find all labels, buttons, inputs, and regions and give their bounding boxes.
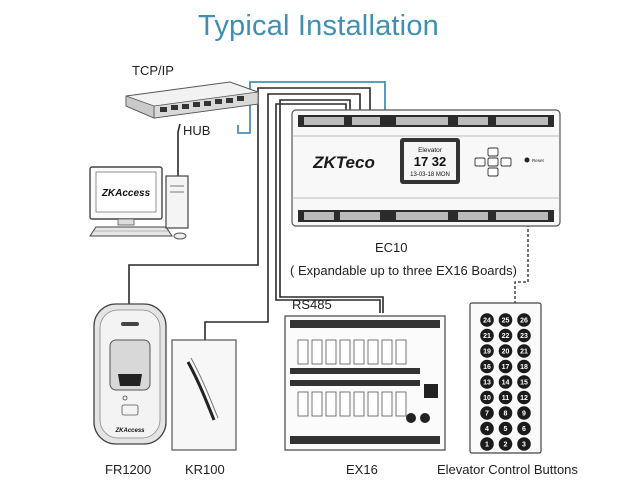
- ec10-bottom-terminals: [304, 212, 548, 220]
- elevator-button-number: 26: [520, 318, 528, 325]
- elevator-button-number: 16: [483, 364, 491, 371]
- elevator-button-number: 23: [520, 333, 528, 340]
- pc-screen-brand: ZKAccess: [101, 188, 151, 199]
- pc-workstation: ZKAccess: [89, 166, 189, 240]
- elevator-button: [517, 375, 531, 389]
- elevator-button: [480, 375, 494, 389]
- expandable-label: ( Expandable up to three EX16 Boards): [290, 263, 517, 278]
- elevator-button: [517, 421, 531, 436]
- tcpip-label: TCP/IP: [132, 63, 174, 78]
- elevator-button-number: 14: [502, 380, 510, 387]
- elevator-button: [498, 328, 513, 343]
- fr1200-label: FR1200: [105, 462, 152, 477]
- fr1200-brand: ZKAccess: [114, 428, 145, 434]
- elevator-button: [480, 421, 494, 436]
- ec10-label: EC10: [375, 240, 408, 255]
- elevator-button: [517, 359, 531, 374]
- elevator-button: [480, 390, 494, 405]
- rs485-label: RS485: [292, 297, 332, 312]
- elevator-button-number: 4: [485, 426, 489, 433]
- elevator-button-number: 3: [522, 442, 526, 449]
- elevator-button-number: 22: [502, 333, 510, 340]
- elevator-button: [480, 328, 494, 343]
- elevator-button-number: 20: [502, 349, 510, 356]
- elevator-button: [480, 406, 494, 420]
- elevator-button: [480, 437, 494, 451]
- elevator-button-number: 17: [502, 364, 510, 371]
- elevator-button-number: 10: [483, 395, 491, 402]
- elevator-button-number: 21: [520, 349, 528, 356]
- ec10-screen-title: Elevator: [418, 147, 443, 154]
- elevator-button-number: 12: [520, 395, 528, 402]
- elevator-button: [480, 359, 494, 374]
- elevator-button: [498, 313, 513, 327]
- elevator-button: [517, 328, 531, 343]
- ec10-screen-date: 13-03-18 MON: [410, 172, 450, 178]
- elevator-button-number: 13: [483, 380, 491, 387]
- ex16-relay-row-2: [297, 391, 407, 417]
- elevator-button-number: 19: [483, 349, 491, 356]
- kr100-reader: [171, 339, 237, 451]
- ex16-board: [284, 315, 446, 451]
- elevator-buttons-label: Elevator Control Buttons: [437, 462, 578, 477]
- ex16-relay-row-1: [297, 339, 407, 365]
- ec10-screen-time: 17 32: [414, 154, 447, 169]
- elevator-button: [498, 406, 513, 420]
- elevator-button: [498, 359, 513, 374]
- ec10-reset-label: Reset: [532, 158, 545, 163]
- elevator-button: [498, 390, 513, 405]
- elevator-button: [517, 344, 531, 358]
- ec10-controller: ZKTeco Elevator 17 32 13-03-18 MON Reset: [291, 109, 561, 227]
- elevator-button-number: 25: [502, 318, 510, 325]
- elevator-button-number: 11: [502, 395, 510, 402]
- elevator-button-number: 8: [504, 411, 508, 418]
- hub-ports: [160, 96, 244, 112]
- elevator-button: [517, 406, 531, 420]
- elevator-button-number: 5: [504, 426, 508, 433]
- elevator-button-number: 1: [485, 442, 489, 449]
- elevator-button: [480, 344, 494, 358]
- elevator-button-number: 21: [483, 333, 491, 340]
- elevator-button: [498, 375, 513, 389]
- reset-button-dot: [524, 157, 530, 163]
- hub-device: [125, 81, 259, 119]
- elevator-button-number: 18: [520, 364, 528, 371]
- ex16-label: EX16: [346, 462, 378, 477]
- elevator-button-number: 2: [504, 442, 508, 449]
- elevator-button-number: 24: [483, 318, 491, 325]
- elevator-button: [517, 437, 531, 451]
- elevator-button: [480, 313, 494, 327]
- elevator-button: [517, 390, 531, 405]
- ec10-keypad: [474, 147, 512, 177]
- elevator-button: [517, 313, 531, 327]
- kr100-label: KR100: [185, 462, 225, 477]
- ec10-top-terminals: [304, 117, 548, 125]
- elevator-button-number: 15: [520, 380, 528, 387]
- elevator-button-number: 6: [522, 426, 526, 433]
- elevator-button: [498, 344, 513, 358]
- elevator-button: [498, 421, 513, 436]
- ec10-brand: ZKTeco: [312, 153, 375, 172]
- page-title: Typical Installation: [198, 10, 439, 42]
- elevator-button: [498, 437, 513, 451]
- fr1200-reader: ZKAccess: [93, 303, 167, 445]
- elevator-button-number: 9: [522, 411, 526, 418]
- elevator-button-number: 7: [485, 411, 489, 418]
- hub-label: HUB: [183, 123, 211, 138]
